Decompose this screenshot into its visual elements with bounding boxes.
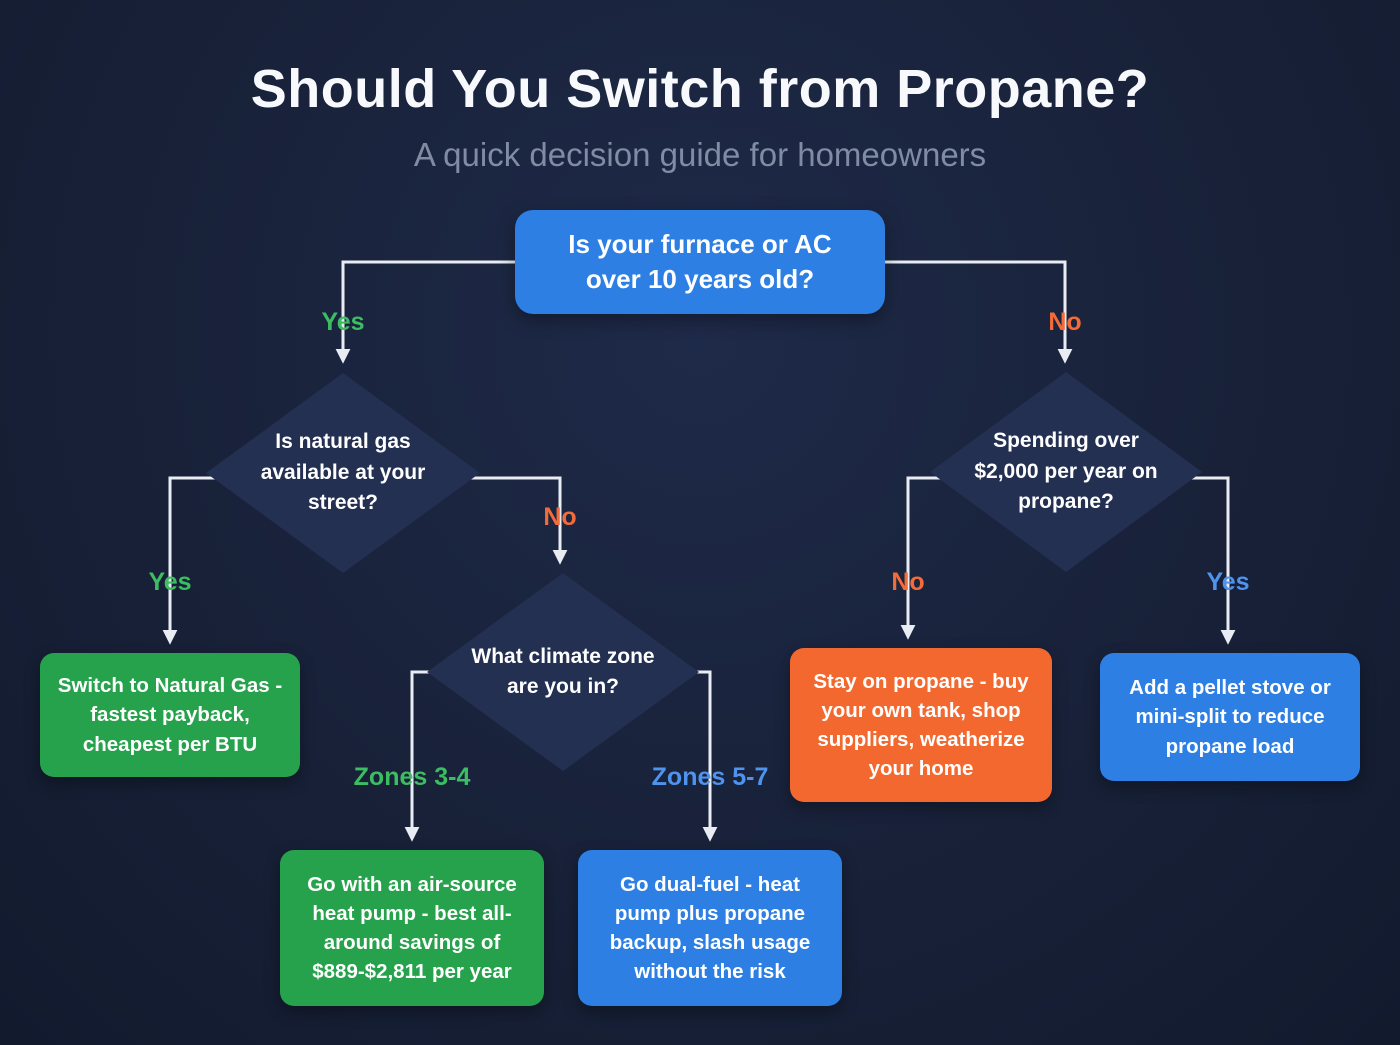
outcome-stay-on-propane-text: Stay on propane - buy your own tank, sho… (813, 669, 1029, 781)
outcome-stay-on-propane: Stay on propane - buy your own tank, sho… (790, 648, 1052, 802)
label-root-no: No (1048, 308, 1082, 336)
question-natural-gas-text: Is natural gas available at your street? (260, 430, 426, 515)
edge-climate-zones57 (678, 670, 718, 842)
outcome-air-source-heat-pump: Go with an air-source heat pump - best a… (280, 850, 544, 1006)
edge-root-no (885, 260, 1073, 364)
outcome-switch-natural-gas: Switch to Natural Gas - fastest payback,… (40, 653, 300, 777)
outcome-pellet-stove: Add a pellet stove or mini-split to redu… (1100, 653, 1360, 781)
edge-gas-yes (162, 476, 230, 645)
question-root-text: Is your furnace or AC over 10 years old? (568, 228, 832, 294)
question-climate-zone-text: What climate zone are you in? (471, 644, 655, 698)
page-subtitle: A quick decision guide for homeowners (413, 136, 987, 173)
label-climate-zones34: Zones 3-4 (353, 763, 471, 791)
outcome-dual-fuel-text: Go dual-fuel - heat pump plus propane ba… (609, 872, 811, 984)
question-propane-spend-text: Spending over $2,000 per year on propane… (974, 429, 1158, 514)
label-gas-no: No (543, 503, 577, 531)
page-title: Should You Switch from Propane? (250, 59, 1150, 119)
question-root: Is your furnace or AC over 10 years old? (515, 210, 885, 314)
label-gas-yes: Yes (148, 568, 192, 596)
label-climate-zones57: Zones 5-7 (651, 763, 769, 791)
edge-climate-zones34 (404, 670, 448, 842)
edge-root-yes (335, 260, 515, 364)
label-root-yes: Yes (321, 308, 365, 336)
edge-gas-no (462, 476, 568, 565)
outcome-pellet-stove-text: Add a pellet stove or mini-split to redu… (1129, 676, 1331, 758)
outcome-switch-natural-gas-text: Switch to Natural Gas - fastest payback,… (57, 674, 283, 756)
outcome-air-source-heat-pump-text: Go with an air-source heat pump - best a… (307, 872, 517, 984)
edge-spend-yes (1180, 476, 1236, 645)
label-spend-yes: Yes (1206, 568, 1250, 596)
label-spend-no: No (891, 568, 925, 596)
edge-spend-no (900, 476, 952, 640)
outcome-dual-fuel: Go dual-fuel - heat pump plus propane ba… (578, 850, 842, 1006)
